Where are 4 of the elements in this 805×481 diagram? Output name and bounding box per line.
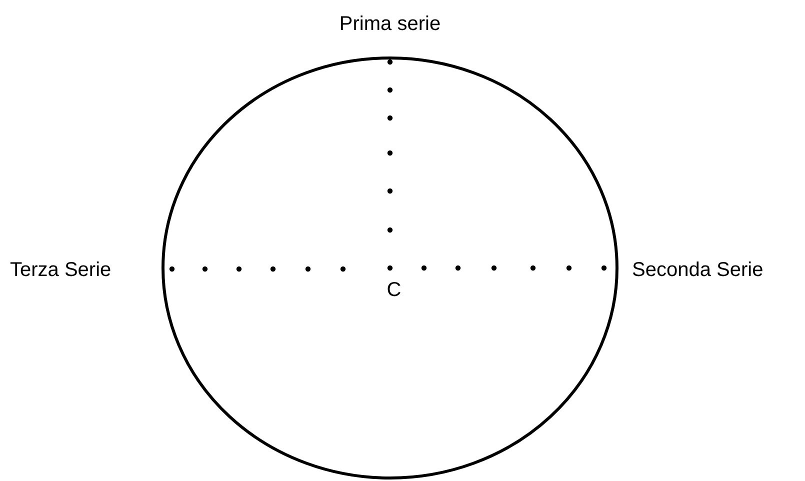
series-label: Terza Serie — [10, 260, 112, 280]
series-label: Seconda Serie — [632, 260, 764, 280]
series-label: Prima serie — [339, 14, 441, 34]
center-label: C — [386, 280, 402, 300]
